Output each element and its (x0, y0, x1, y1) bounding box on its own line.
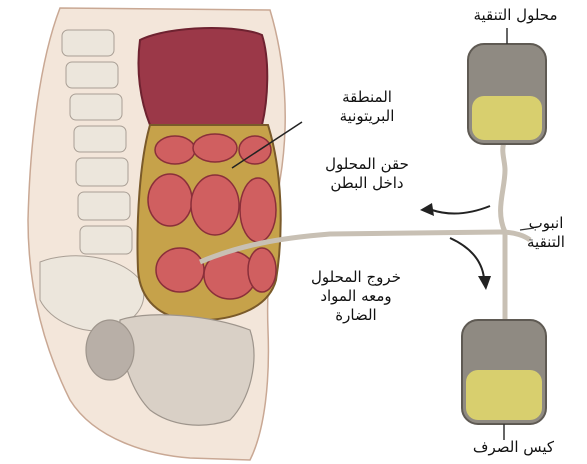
inflow-tube (501, 140, 505, 232)
outflow-line-2: ومعه المواد (296, 287, 416, 306)
upper-organ (138, 28, 267, 125)
tube-line-2: التنقية (506, 233, 586, 252)
tube-line-1: انبوب (506, 214, 586, 233)
drain-bag-label: كيس الصرف (446, 438, 581, 457)
solution-bag-text: محلول التنقية (448, 6, 583, 25)
inflow-label: حقن المحلول داخل البطن (312, 155, 422, 193)
tube-label: انبوب التنقية (506, 214, 586, 252)
outflow-arrowhead (478, 276, 491, 290)
peritoneal-line-2: البريتونية (312, 107, 422, 126)
peritoneal-region-label: المنطقة البريتونية (312, 88, 422, 126)
outflow-label: خروج المحلول ومعه المواد الضارة (296, 268, 416, 325)
solution-bag-label: محلول التنقية (448, 6, 583, 25)
inflow-line-2: داخل البطن (312, 174, 422, 193)
inflow-arrowhead (420, 203, 434, 216)
outflow-line-1: خروج المحلول (296, 268, 416, 287)
intestines (148, 134, 276, 299)
outflow-arrow (450, 238, 484, 278)
drain-bag (462, 320, 546, 440)
inflow-arrow (432, 206, 490, 213)
outflow-line-3: الضارة (296, 306, 416, 325)
peritoneal-line-1: المنطقة (312, 88, 422, 107)
inflow-line-1: حقن المحلول (312, 155, 422, 174)
drain-bag-text: كيس الصرف (446, 438, 581, 457)
solution-bag (468, 28, 546, 144)
